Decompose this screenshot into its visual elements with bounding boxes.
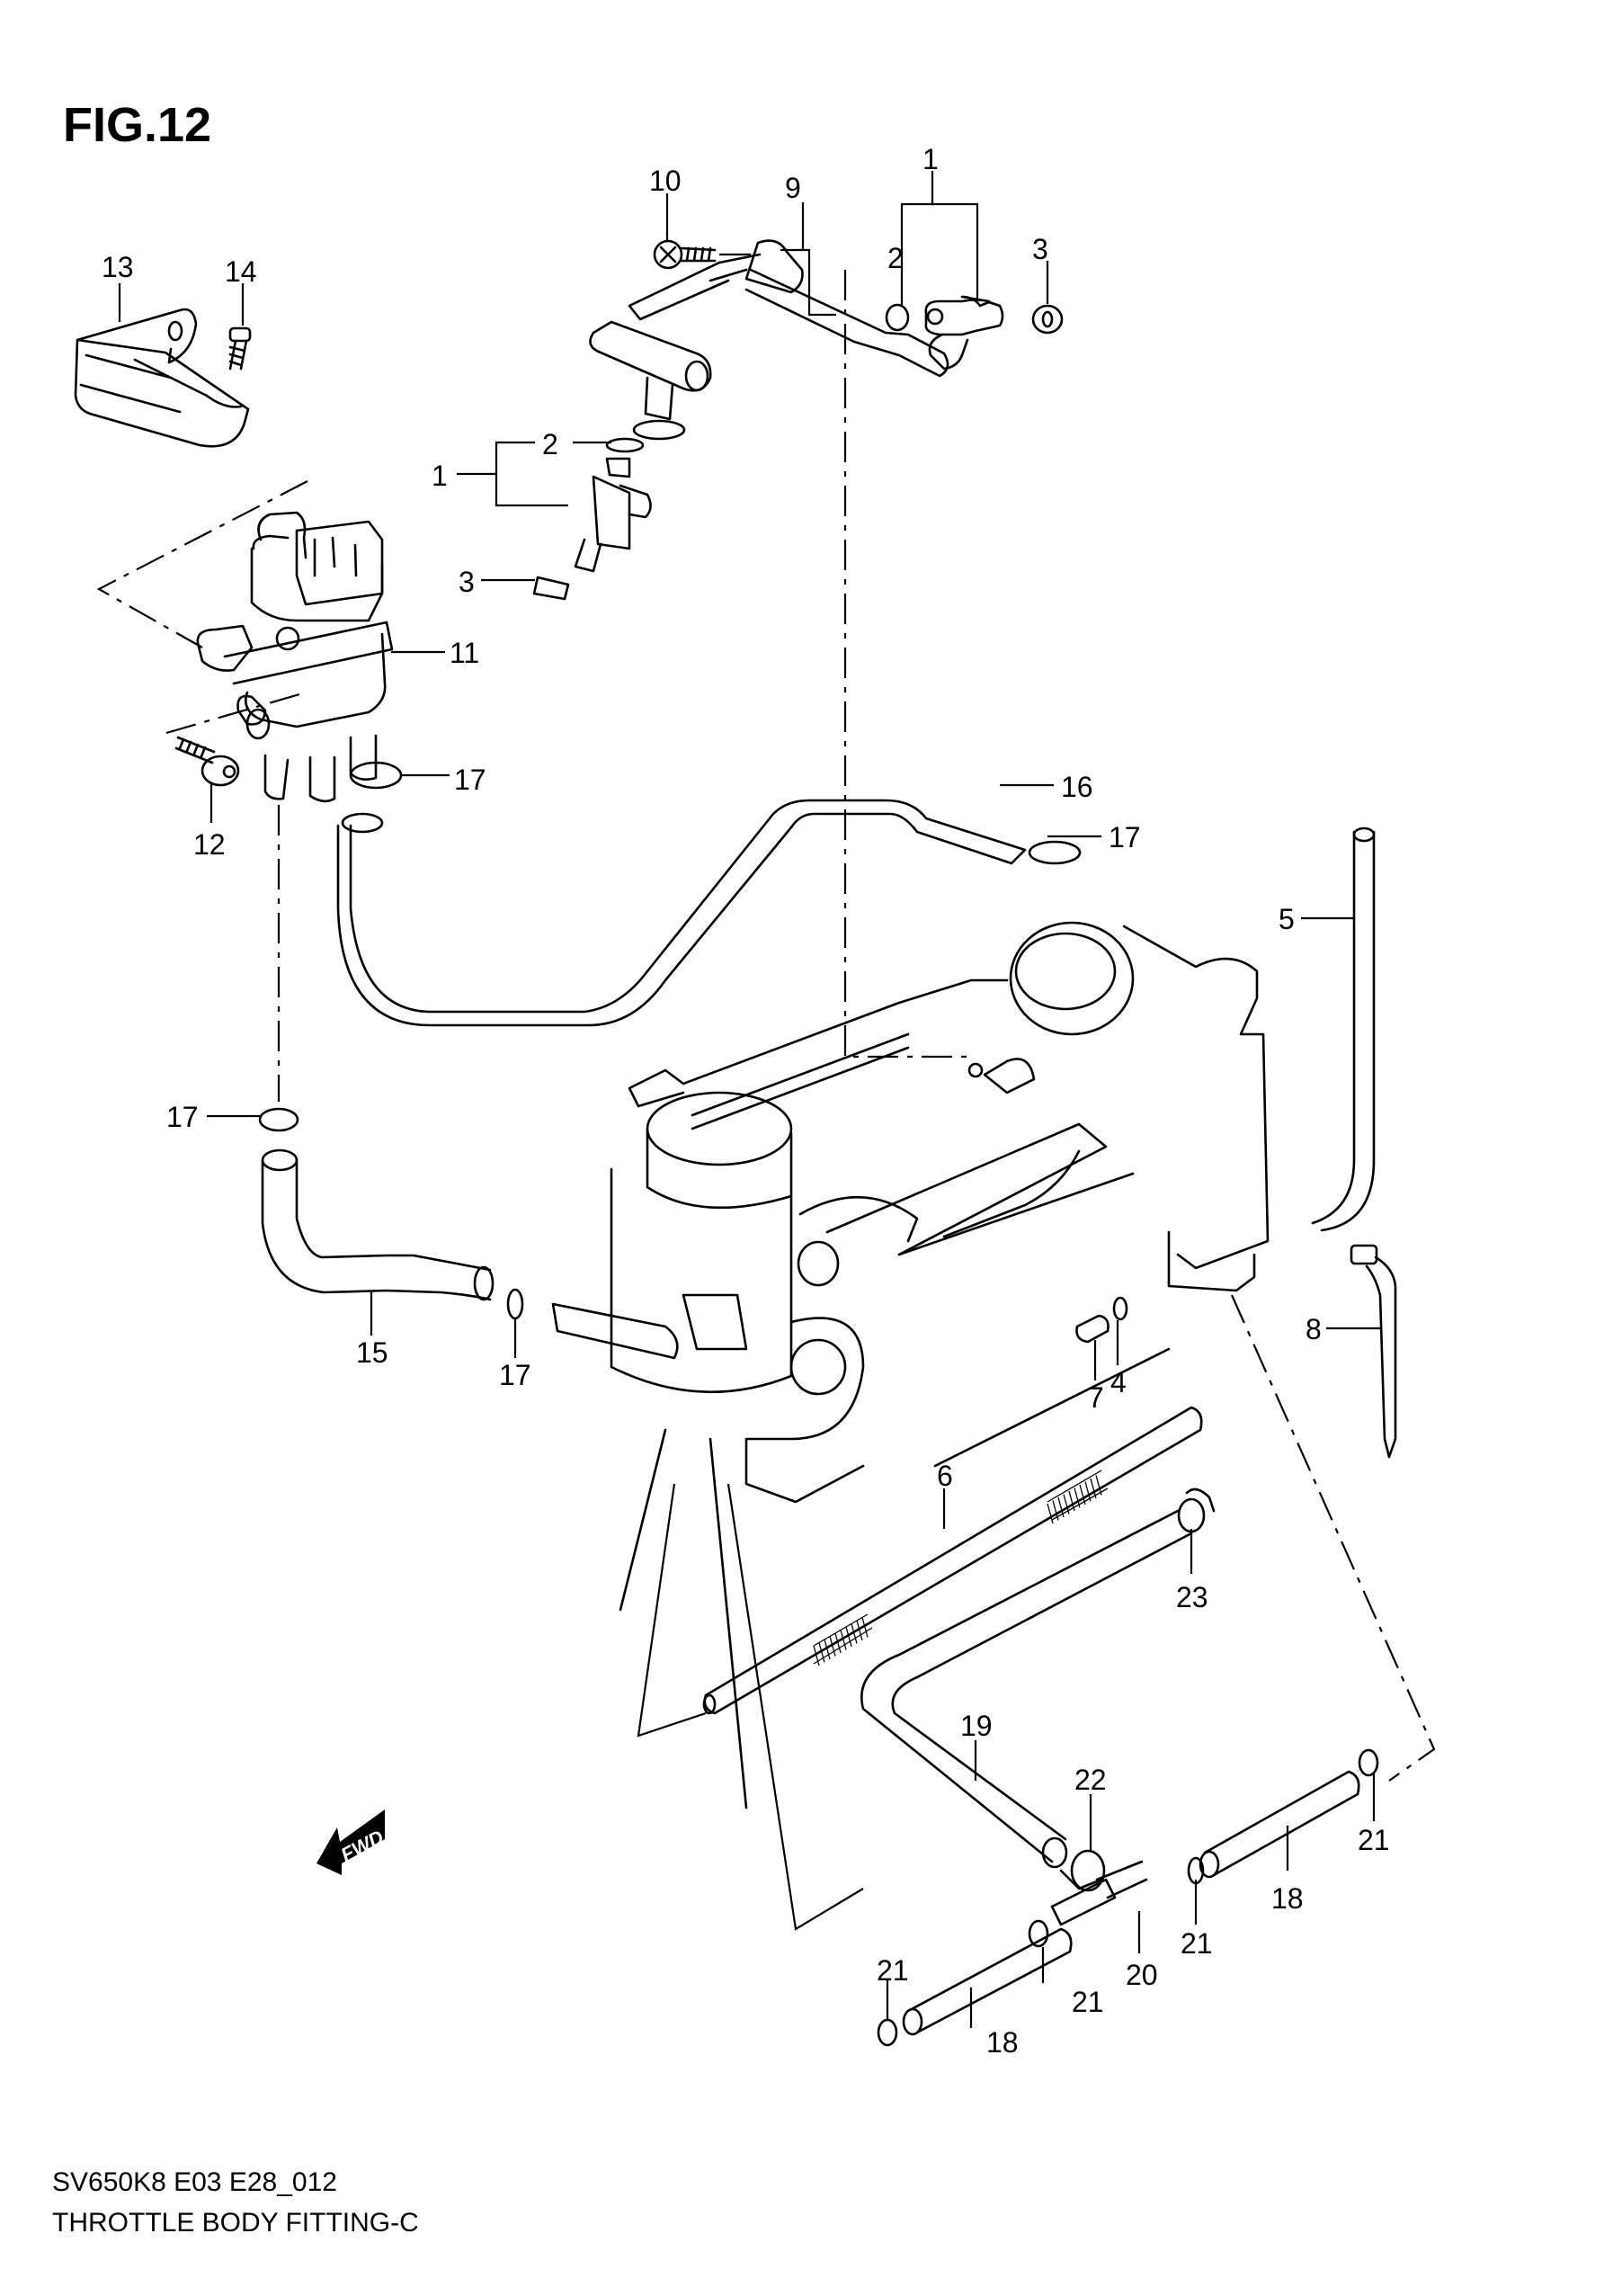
callout-21-left[interactable]: 21	[877, 1954, 909, 1987]
fwd-arrow-icon: FWD	[316, 1809, 388, 1875]
clip-21-left-drawing	[877, 2018, 898, 2047]
hose-16-drawing	[336, 799, 1027, 1027]
hose-clamp-23-drawing	[1177, 1487, 1216, 1533]
callout-20[interactable]: 20	[1126, 1959, 1158, 1991]
upper-injector-drawing	[885, 295, 1064, 371]
callout-17-valve[interactable]: 17	[454, 764, 486, 796]
callout-15[interactable]: 15	[356, 1336, 388, 1369]
callout-13[interactable]: 13	[102, 251, 134, 283]
callout-17-hose15-top[interactable]: 17	[166, 1101, 199, 1133]
throttle-body-drawing	[551, 921, 1270, 1809]
bracket-13-drawing	[74, 308, 250, 448]
callout-21-center[interactable]: 21	[1072, 1986, 1104, 2018]
callout-12[interactable]: 12	[193, 828, 226, 861]
knurl-mark	[1047, 1503, 1054, 1524]
knurl-mark	[1079, 1484, 1086, 1505]
knurl-mark	[1052, 1500, 1059, 1521]
callout-leaders	[118, 171, 1380, 2028]
callout-4[interactable]: 4	[1110, 1366, 1127, 1398]
callout-23[interactable]: 23	[1176, 1581, 1208, 1613]
callout-6[interactable]: 6	[937, 1460, 953, 1492]
callout-9[interactable]: 9	[785, 172, 801, 204]
bolt-14-drawing	[228, 326, 252, 371]
callout-18-left[interactable]: 18	[986, 2026, 1019, 2059]
idle-air-control-valve-11-drawing	[196, 511, 394, 803]
section-title: THROTTLE BODY FITTING-C	[52, 2208, 419, 2238]
hose-15-drawing	[261, 1158, 492, 1301]
clamp-17-hose15-end-drawing	[506, 1288, 524, 1320]
callout-3-lower[interactable]: 3	[459, 566, 475, 598]
callout-21-right-top[interactable]: 21	[1358, 1824, 1390, 1856]
callout-17-hose15-end[interactable]: 17	[499, 1359, 531, 1391]
model-code: SV650K8 E03 E28_012	[52, 2167, 337, 2197]
cap-7-drawing	[1075, 1296, 1128, 1344]
clip-22-drawing	[1070, 1849, 1106, 1892]
cable-tie-8-drawing	[1350, 1244, 1397, 1459]
knurl-mark	[824, 1639, 831, 1660]
hose-19-drawing	[860, 1509, 1193, 1863]
t-joint-20-drawing	[1050, 1860, 1148, 1926]
knurl-mark	[1057, 1496, 1065, 1518]
knurl-mark	[1084, 1481, 1092, 1502]
callout-2-lower[interactable]: 2	[542, 428, 558, 460]
hose-16-end-drawing	[341, 812, 384, 834]
clamp-17-hose15-top-drawing	[258, 1107, 299, 1132]
hose-5-drawing	[1311, 830, 1376, 1232]
hose-6-drawing	[702, 1406, 1203, 1715]
hose-18-right-drawing	[1199, 1770, 1360, 1879]
knurl-mark	[813, 1645, 820, 1666]
clip-21-center-drawing	[1028, 1919, 1049, 1948]
lower-injector-drawing	[532, 437, 652, 601]
callout-2-upper[interactable]: 2	[887, 242, 904, 274]
clamp-17-hose16-drawing	[1028, 840, 1082, 865]
callout-22[interactable]: 22	[1074, 1764, 1107, 1796]
callout-21-right-mid[interactable]: 21	[1181, 1927, 1213, 1960]
knurl-mark	[845, 1626, 852, 1648]
callout-18-right[interactable]: 18	[1271, 1882, 1304, 1915]
knurl-mark	[1095, 1475, 1102, 1496]
knurl-mark	[818, 1642, 825, 1663]
callout-labels: 1 2 3 9 10 13 14 1 2 3 11 12 17 16 17 5 …	[102, 143, 1390, 2059]
fuel-delivery-pipe-9-drawing	[589, 239, 949, 441]
callout-1-upper[interactable]: 1	[922, 143, 939, 175]
callout-17-hose16[interactable]: 17	[1109, 821, 1141, 853]
clip-21-right-top-drawing	[1358, 1748, 1379, 1777]
knurl-mark	[1090, 1478, 1097, 1499]
callout-16[interactable]: 16	[1061, 771, 1093, 803]
knurl-mark	[851, 1623, 858, 1644]
callout-10[interactable]: 10	[649, 165, 682, 197]
knurl-mark	[861, 1617, 869, 1638]
callout-19[interactable]: 19	[960, 1710, 993, 1742]
knurl-mark	[840, 1630, 847, 1650]
callout-7[interactable]: 7	[1088, 1381, 1104, 1414]
callout-14[interactable]: 14	[225, 255, 257, 288]
knurl-mark	[829, 1636, 836, 1657]
callout-8[interactable]: 8	[1306, 1313, 1322, 1345]
callout-11[interactable]: 11	[450, 637, 479, 669]
leader-lines	[96, 270, 1436, 1931]
knurl-mark	[1068, 1490, 1075, 1512]
callout-5[interactable]: 5	[1279, 903, 1295, 935]
figure-title: FIG.12	[63, 98, 212, 152]
bolt-12-drawing	[174, 736, 240, 787]
hose-18-left-drawing	[902, 1927, 1073, 2036]
knurl-mark	[834, 1632, 842, 1654]
knurl-mark	[1063, 1494, 1070, 1514]
callout-3-upper[interactable]: 3	[1032, 233, 1048, 265]
knurl-mark	[856, 1620, 863, 1641]
knurl-mark	[1074, 1487, 1081, 1508]
callout-1-lower[interactable]: 1	[432, 460, 448, 492]
screw-10-drawing	[653, 239, 751, 270]
